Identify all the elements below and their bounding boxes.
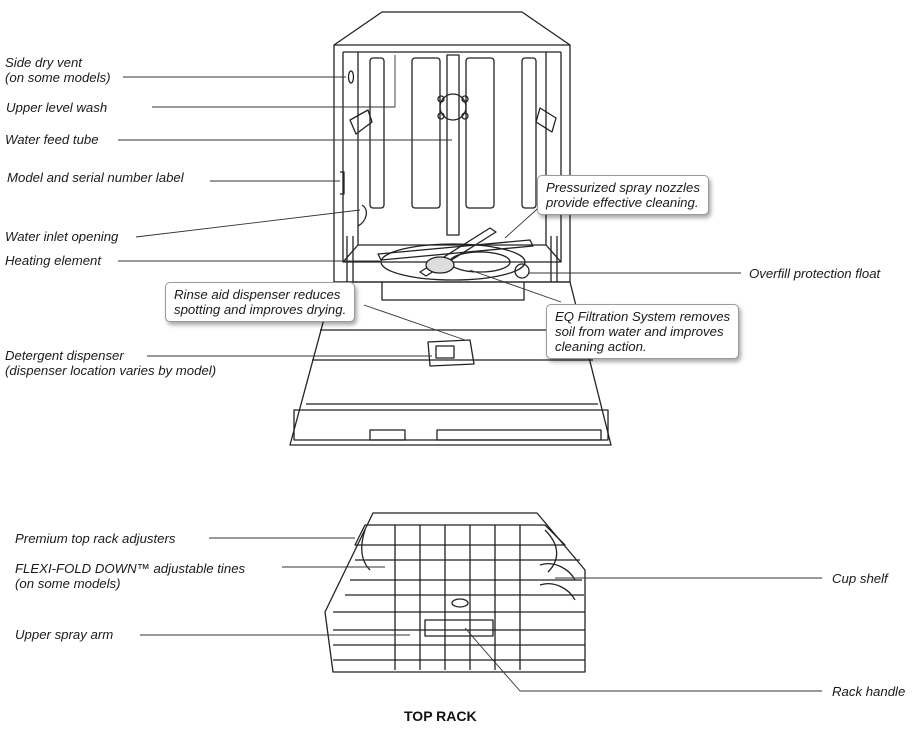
top-rack-illustration [324,512,586,673]
label-flexi-fold-note: (on some models) [15,576,121,591]
callout-eq-filtration-line-3: cleaning action. [555,339,647,354]
label-cup-shelf: Cup shelf [832,571,888,586]
label-detergent-dispenser-text: Detergent dispenser [5,348,124,363]
callout-rinse-aid-line-2: spotting and improves drying. [174,302,347,317]
callout-spray-nozzles-line-1: Pressurized spray nozzles [546,180,700,195]
label-premium-top-rack-adjusters: Premium top rack adjusters [15,531,176,546]
callout-spray-nozzles-line-2: provide effective cleaning. [546,195,699,210]
label-side-dry-vent-note: (on some models) [5,70,111,85]
label-side-dry-vent: Side dry vent (on some models) [5,55,111,85]
label-rack-handle: Rack handle [832,684,906,699]
label-water-inlet-opening: Water inlet opening [5,229,119,244]
label-side-dry-vent-text: Side dry vent [5,55,82,70]
callout-rinse-aid-line-1: Rinse aid dispenser reduces [174,287,341,302]
label-model-serial-number: Model and serial number label [7,170,184,185]
callout-spray-nozzles: Pressurized spray nozzles provide effect… [537,175,709,215]
dishwasher-tub-illustration [289,11,612,446]
label-water-feed-tube: Water feed tube [5,132,99,147]
label-flexi-fold-down-tines: FLEXI-FOLD DOWN™ adjustable tines (on so… [15,561,245,591]
callout-rinse-aid-dispenser: Rinse aid dispenser reduces spotting and… [165,282,356,322]
top-rack-caption: TOP RACK [404,708,477,724]
label-upper-spray-arm: Upper spray arm [15,627,114,642]
label-overfill-protection-float: Overfill protection float [749,266,881,281]
callout-eq-filtration-system: EQ Filtration System removes soil from w… [546,304,740,359]
label-heating-element: Heating element [5,253,102,268]
label-upper-level-wash: Upper level wash [6,100,108,115]
callout-eq-filtration-line-2: soil from water and improves [555,324,724,339]
label-detergent-dispenser-note: (dispenser location varies by model) [5,363,217,378]
label-detergent-dispenser: Detergent dispenser (dispenser location … [5,348,216,378]
callout-eq-filtration-line-1: EQ Filtration System removes [555,309,731,324]
label-flexi-fold-text: FLEXI-FOLD DOWN™ adjustable tines [15,561,246,576]
